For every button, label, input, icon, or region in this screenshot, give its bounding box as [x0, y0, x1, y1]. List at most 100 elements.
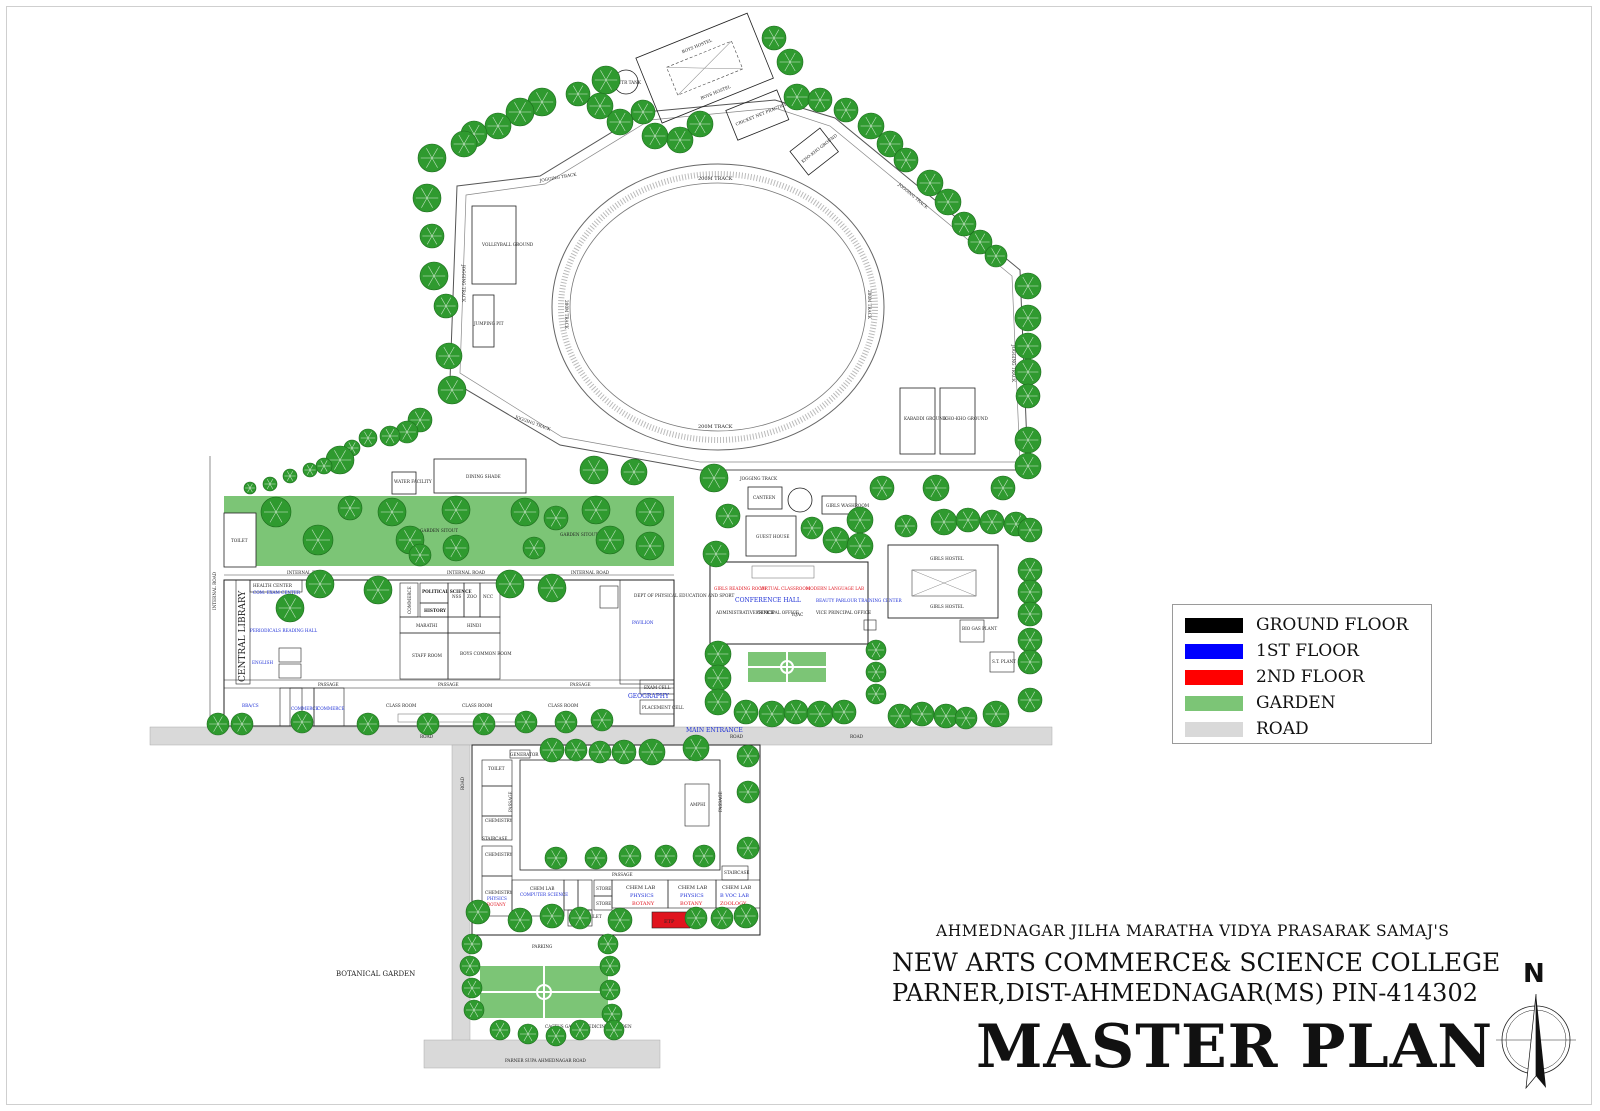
tree-icon: [865, 683, 887, 705]
svg-text:ADMINISTRATIVE OFFICE: ADMINISTRATIVE OFFICE: [715, 610, 774, 615]
tree-icon: [599, 979, 621, 1001]
svg-text:HINDI: HINDI: [467, 623, 481, 628]
tree-icon: [507, 907, 533, 933]
dining-shade: [433, 458, 527, 494]
svg-text:PLACEMENT CELL: PLACEMENT CELL: [642, 705, 684, 710]
svg-text:B VOC LAB: B VOC LAB: [720, 893, 749, 899]
svg-text:PASSAGE: PASSAGE: [318, 682, 339, 687]
cactus-garden-label: CACTUS GARDEN: [545, 1024, 585, 1029]
legend-item-road: ROAD: [1185, 719, 1309, 739]
svg-text:PASSAGE: PASSAGE: [508, 791, 513, 812]
tree-icon: [450, 130, 478, 158]
tree-icon: [865, 661, 887, 683]
tree-icon: [554, 710, 578, 734]
tree-icon: [356, 712, 380, 736]
tree-icon: [537, 573, 567, 603]
svg-text:GIRLS WASHROOM: GIRLS WASHROOM: [826, 503, 870, 508]
internal-road-label-2: INTERNAL ROAD: [447, 570, 486, 575]
legend-box: GROUND FLOOR 1ST FLOOR 2ND FLOOR GARDEN …: [1172, 604, 1432, 744]
track-200m-lane: [558, 171, 878, 443]
tree-icon: [736, 780, 760, 804]
track-label-left: 200M TRACK: [564, 300, 569, 330]
jumping-pit: [472, 294, 495, 348]
legend-swatch: [1185, 669, 1243, 685]
parner-road-label: PARNER SUPA AHMEDNAGAR ROAD: [505, 1058, 587, 1063]
road-label-3: ROAD: [850, 734, 864, 739]
svg-text:BOTANY: BOTANY: [632, 901, 655, 907]
tree-icon: [377, 497, 407, 527]
svg-text:COMMERCE: COMMERCE: [407, 586, 412, 614]
svg-text:CLASS ROOM: CLASS ROOM: [462, 703, 493, 708]
tree-icon: [865, 639, 887, 661]
svg-text:COM. EXAM CENTER: COM. EXAM CENTER: [253, 590, 301, 595]
side-road-label: ROAD: [460, 776, 465, 790]
tree-icon: [704, 640, 732, 668]
svg-text:CHEMISTRY: CHEMISTRY: [485, 890, 513, 895]
tree-icon: [954, 706, 978, 730]
legend-label: GARDEN: [1256, 693, 1336, 713]
tree-icon: [682, 734, 710, 762]
road-label-2: ROAD: [730, 734, 744, 739]
tree-icon: [1017, 649, 1043, 675]
tree-icon: [262, 476, 278, 492]
svg-text:HISTORY: HISTORY: [424, 608, 447, 613]
tree-icon: [704, 688, 732, 716]
svg-text:ZOOLOGY: ZOOLOGY: [720, 901, 747, 907]
internal-road-label-3: INTERNAL ROAD: [571, 570, 610, 575]
tree-icon: [1017, 557, 1043, 583]
tree-icon: [638, 738, 666, 766]
volleyball-ground: [471, 205, 517, 285]
tree-icon: [363, 575, 393, 605]
tree-icon: [933, 703, 959, 729]
tree-icon: [783, 699, 809, 725]
tree-icon: [581, 495, 611, 525]
society-name: AHMEDNAGAR JILHA MARATHA VIDYA PRASARAK …: [936, 922, 1450, 940]
tree-icon: [484, 112, 512, 140]
svg-text:STAIRCASE: STAIRCASE: [724, 870, 749, 875]
tree-icon: [522, 536, 546, 560]
legend-swatch: [1185, 695, 1243, 711]
legend-label: 2ND FLOOR: [1256, 667, 1365, 687]
tree-icon: [692, 844, 716, 868]
tree-icon: [909, 701, 935, 727]
svg-text:PASSAGE: PASSAGE: [570, 682, 591, 687]
svg-text:CHEMISTRY: CHEMISTRY: [485, 852, 513, 857]
water-tank-label: WTR TANK: [617, 80, 642, 85]
tree-icon: [783, 83, 811, 111]
svg-text:PASSAGE: PASSAGE: [718, 791, 723, 812]
svg-text:DEPT OF PHYSICAL EDUCATION AND: DEPT OF PHYSICAL EDUCATION AND SPORT: [634, 593, 735, 598]
tree-icon: [1014, 452, 1042, 480]
tree-icon: [412, 183, 442, 213]
svg-text:MARATHI: MARATHI: [416, 623, 438, 628]
svg-text:ETP: ETP: [664, 919, 675, 925]
svg-text:KHO-KHO GROUND: KHO-KHO GROUND: [800, 132, 838, 163]
tree-icon: [459, 955, 481, 977]
tree-icon: [607, 907, 633, 933]
tree-icon: [408, 543, 432, 567]
tree-icon: [951, 211, 977, 237]
tree-icon: [686, 110, 714, 138]
track-label-right: 200M TRACK: [867, 290, 872, 320]
tree-icon: [930, 508, 958, 536]
track-200m-outer: [551, 163, 885, 451]
drawing-sheet: [6, 6, 1592, 1105]
tree-icon: [955, 507, 981, 533]
tree-icon: [584, 846, 608, 870]
tree-icon: [1014, 426, 1042, 454]
svg-text:COMMERCE: COMMERCE: [317, 706, 345, 711]
track-label-bottom: 200M TRACK: [698, 424, 733, 430]
legend-swatch: [1185, 617, 1243, 633]
legend-label: ROAD: [1256, 719, 1309, 739]
tree-icon: [419, 261, 449, 291]
tree-icon: [887, 703, 913, 729]
svg-text:CHEM LAB: CHEM LAB: [530, 886, 554, 891]
svg-text:MODERN LANGUAGE LAB: MODERN LANGUAGE LAB: [806, 586, 864, 591]
tree-icon: [243, 481, 257, 495]
svg-text:POLITICAL SCIENCE: POLITICAL SCIENCE: [422, 589, 472, 594]
tree-icon: [206, 712, 230, 736]
tree-icon: [611, 739, 637, 765]
tree-icon: [539, 737, 565, 763]
jogging-label-1: JOGGING TRACK: [538, 171, 577, 183]
svg-text:BOYS HOSTEL: BOYS HOSTEL: [681, 38, 713, 55]
water-facility-label: WATER FACILITY: [394, 479, 432, 484]
